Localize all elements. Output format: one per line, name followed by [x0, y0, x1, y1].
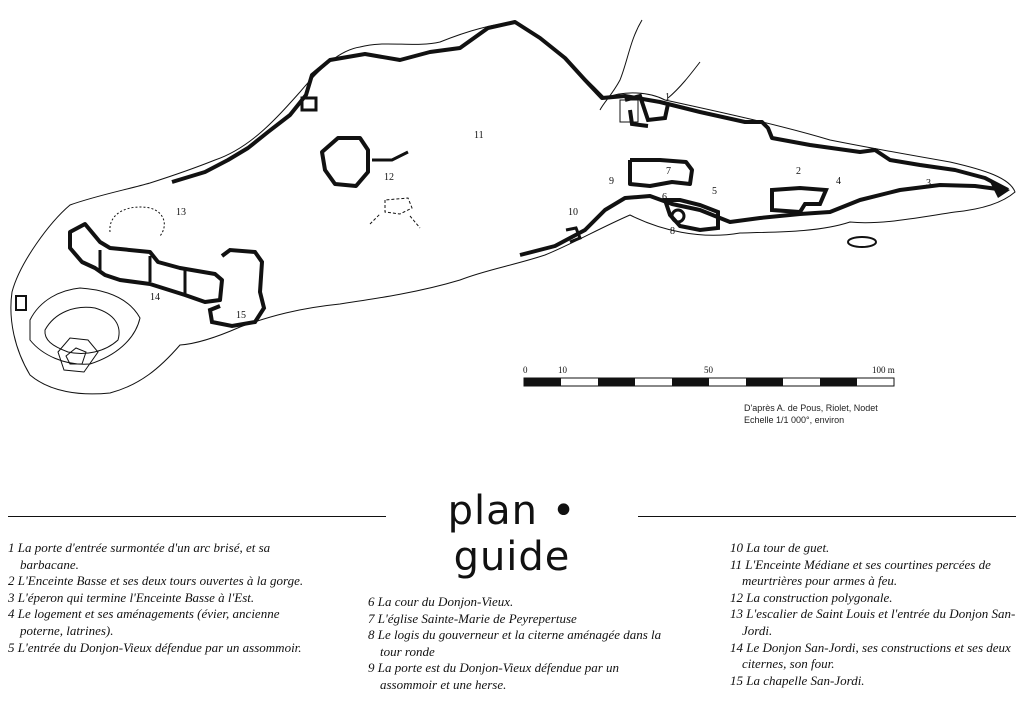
title-row: plan • guide	[0, 488, 1024, 580]
legend-item: 9 La porte est du Donjon-Vieux défendue …	[368, 660, 620, 692]
page-title: plan • guide	[447, 488, 577, 580]
rock-islet	[847, 236, 877, 248]
enceinte-basse-wall	[519, 183, 1006, 257]
enceinte-mediane-wall	[171, 20, 1009, 192]
polygonal-wall	[372, 150, 409, 162]
tower-small	[300, 96, 318, 112]
credits-scale-note: Echelle 1/1 000°, environ	[744, 415, 845, 425]
legend-item: 13 L'escalier de Saint Louis et l'entrée…	[730, 606, 1016, 638]
contour-3	[57, 337, 99, 373]
chapelle-san-jordi	[207, 247, 267, 329]
scale-tick-0: 0	[523, 365, 528, 375]
stair-saint-louis	[109, 206, 165, 237]
map-marker-11: 11	[474, 130, 484, 141]
outlier-block	[15, 295, 27, 311]
legend-item: 7 L'église Sainte-Marie de Peyrepertuse	[368, 610, 577, 626]
credits-source: D'après A. de Pous, Riolet, Nodet	[744, 403, 878, 413]
map-credits: D'après A. de Pous, Riolet, Nodet Echell…	[744, 402, 878, 426]
ravine-line-2	[667, 61, 701, 99]
contour-2	[44, 306, 120, 354]
scale-tick-100: 100 m	[872, 365, 895, 375]
legend-item: 11 L'Enceinte Médiane et ses courtines p…	[730, 556, 991, 589]
barbican	[619, 99, 639, 123]
map-marker-3: 3	[926, 178, 931, 189]
legend-item: 3 L'éperon qui termine l'Enceinte Basse …	[8, 589, 255, 605]
scale-segment	[820, 378, 857, 386]
map-marker-7: 7	[666, 166, 671, 177]
ruin-dashed	[369, 197, 421, 229]
legend-item: 15 La chapelle San-Jordi.	[730, 672, 865, 688]
entrance-building	[624, 93, 670, 128]
donjon-san-jordi	[68, 222, 224, 304]
title-rule-right	[638, 516, 1016, 517]
legend-item: 12 La construction polygonale.	[730, 589, 893, 605]
map-marker-15: 15	[236, 310, 246, 321]
eperon-tip	[990, 182, 1010, 198]
legend-item: 14 Le Donjon San-Jordi, ses construction…	[730, 639, 1011, 672]
legend-item: 5 L'entrée du Donjon-Vieux défendue par …	[8, 639, 302, 655]
donjon-vieux	[628, 158, 694, 188]
map-marker-10: 10	[568, 207, 578, 218]
scale-segment	[746, 378, 783, 386]
contour-4	[65, 347, 87, 365]
scale-segment	[524, 378, 561, 386]
map-marker-2: 2	[796, 166, 801, 177]
map-marker-14: 14	[150, 292, 160, 303]
round-tower	[670, 208, 686, 224]
legend-item: 10 La tour de guet.	[730, 540, 830, 555]
scale-tick-10: 10	[558, 365, 568, 375]
legend-item: 4 Le logement et ses aménagements (évier…	[8, 606, 280, 638]
scale-segment	[598, 378, 635, 386]
san-jordi-inner	[98, 250, 187, 295]
map-marker-12: 12	[384, 172, 394, 183]
ravine-line	[599, 19, 643, 111]
map-marker-6: 6	[662, 192, 667, 203]
map-marker-1: 1	[665, 92, 670, 103]
site-outline	[10, 21, 1016, 395]
map-marker-5: 5	[712, 186, 717, 197]
tower-10	[565, 226, 582, 244]
map-marker-4: 4	[836, 176, 841, 187]
legend-item: 1 La porte d'entrée surmontée d'un arc b…	[8, 540, 271, 572]
legend-column-2: 6 La cour du Donjon-Vieux. 7 L'église Sa…	[368, 594, 668, 694]
contour-1	[29, 287, 141, 365]
logement	[770, 185, 829, 215]
map-marker-9: 9	[609, 176, 614, 187]
legend-column-1: 1 La porte d'entrée surmontée d'un arc b…	[8, 540, 310, 656]
scale-bar: 0 10 50 100 m	[523, 365, 895, 387]
legend-column-3: 10 La tour de guet. 11 L'Enceinte Médian…	[730, 540, 1020, 689]
legend-item: 6 La cour du Donjon-Vieux.	[368, 594, 514, 609]
map-marker-13: 13	[176, 207, 186, 218]
legend-item: 8 Le logis du gouverneur et la citerne a…	[368, 627, 662, 659]
legend-item: 2 L'Enceinte Basse et ses deux tours ouv…	[8, 573, 304, 589]
scale-tick-50: 50	[704, 365, 714, 375]
scale-segment	[672, 378, 709, 386]
polygonal-construction	[320, 136, 370, 188]
title-rule-left	[8, 516, 386, 517]
map-marker-8: 8	[670, 226, 675, 237]
